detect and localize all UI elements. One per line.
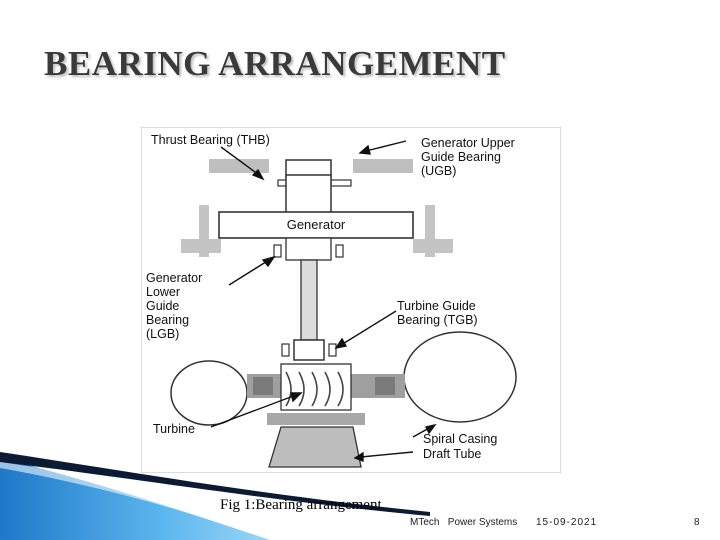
lgb-label-line-3: Guide — [146, 299, 179, 313]
footer-date: 15-09-2021 — [536, 517, 598, 528]
upper-bracket-left — [209, 159, 269, 173]
turbine-label: Turbine — [153, 422, 195, 436]
turbine-shaft — [300, 259, 318, 341]
lgb-label-line-4: Bearing — [146, 313, 189, 327]
footer-course: MTech Power Systems — [410, 517, 518, 528]
generator-frame-left — [199, 205, 209, 257]
spiral-casing-left — [170, 360, 248, 426]
lgb-label-line-1: Generator — [146, 271, 202, 285]
generator-frame-right — [425, 205, 435, 257]
draft-tube-label: Draft Tube — [423, 447, 481, 461]
ugb-label-line-2: Guide Bearing — [421, 150, 501, 164]
upper-bracket-right — [353, 159, 413, 173]
slide-title: BEARING ARRANGEMENT — [44, 44, 506, 83]
spiral-casing-right — [403, 331, 517, 423]
turbine-runner — [280, 363, 352, 411]
draft-tube — [268, 426, 362, 468]
tgb-block — [293, 339, 325, 361]
thrust-bearing-label: Thrust Bearing (THB) — [151, 133, 270, 147]
footer-page-number: 8 — [694, 517, 700, 528]
lgb-label-line-5: (LGB) — [146, 327, 179, 341]
bearing-arrangement-diagram: Generator Thrust Bearing (THB) Generator… — [141, 127, 561, 473]
tgb-label-line-2: Bearing (TGB) — [397, 313, 478, 327]
figure-caption: Fig 1:Bearing arrangement — [220, 497, 382, 513]
tgb-label-line-1: Turbine Guide — [397, 299, 476, 313]
spiral-casing-label: Spiral Casing — [423, 432, 497, 446]
ugb-label-line-1: Generator Upper — [421, 136, 515, 150]
generator-label: Generator — [287, 217, 346, 232]
lgb-label-line-2: Lower — [146, 285, 180, 299]
decorative-swoosh — [0, 452, 430, 540]
ugb-label-line-3: (UGB) — [421, 164, 456, 178]
